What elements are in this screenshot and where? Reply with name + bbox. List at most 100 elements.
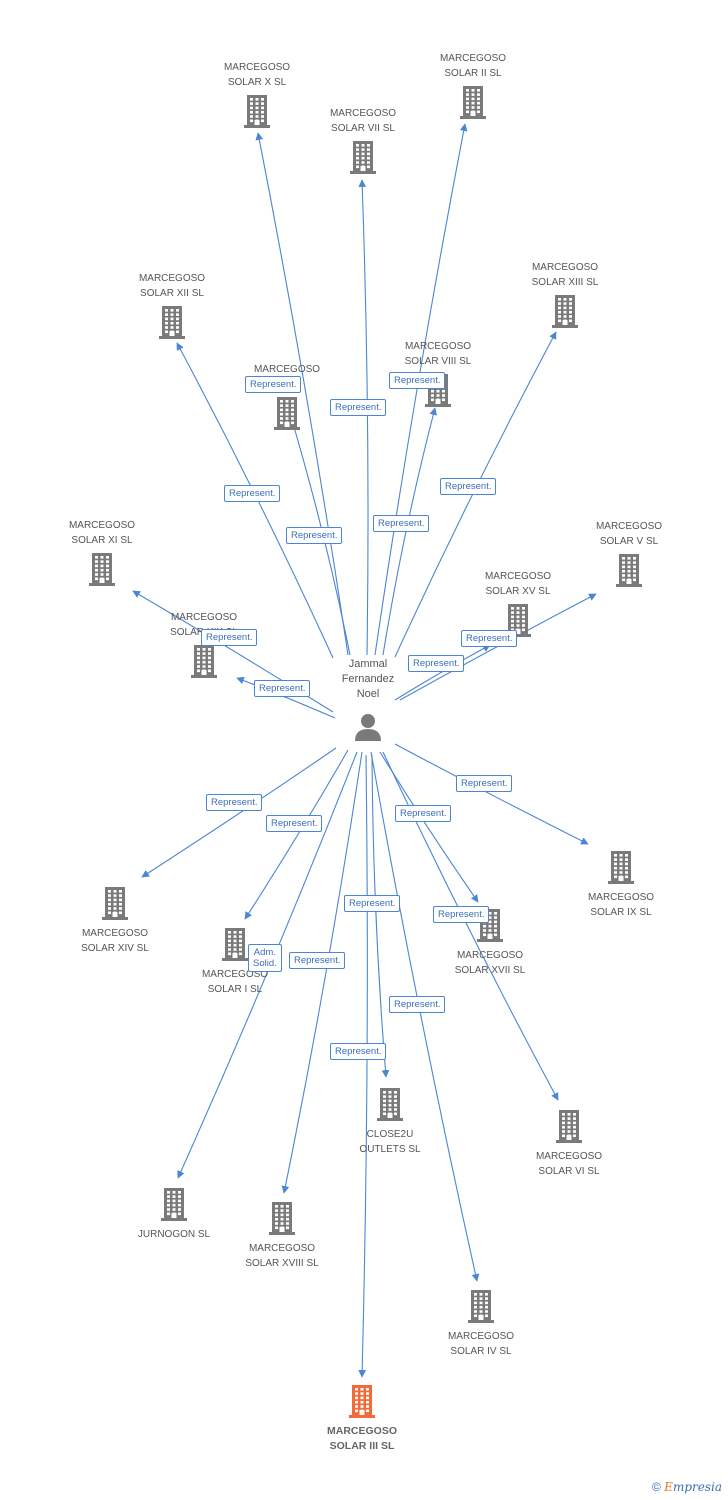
building-icon: [222, 928, 248, 961]
company-name-line: MARCEGOSO: [456, 950, 524, 961]
company-name-line: MARCEGOSO: [531, 262, 599, 273]
building-icon: [269, 1202, 295, 1235]
building-icon: [161, 1188, 187, 1221]
person-node[interactable]: Jammal Fernandez Noel: [328, 657, 408, 742]
company-name-line: SOLAR IX SL: [590, 907, 652, 918]
company-node-xii[interactable]: MARCEGOSO SOLAR XII SL: [117, 271, 227, 339]
relation-label-represent[interactable]: Represent.: [389, 372, 446, 389]
company-label: MARCEGOSO SOLAR XVII SL: [435, 948, 545, 978]
company-name-line: SOLAR XVII SL: [454, 965, 526, 976]
company-name-line: MARCEGOSO: [587, 892, 655, 903]
relation-label-represent[interactable]: Represent.: [408, 655, 465, 672]
relation-label-represent[interactable]: Represent.: [224, 485, 281, 502]
company-name-line: MARCEGOSO: [595, 521, 663, 532]
relation-label-represent[interactable]: Represent.: [440, 478, 497, 495]
relation-label-represent[interactable]: Represent.: [456, 775, 513, 792]
building-icon: [377, 1088, 403, 1121]
relation-label-represent[interactable]: Represent.: [206, 794, 263, 811]
edge-to-x: [255, 132, 349, 656]
company-name-line: SOLAR X SL: [227, 77, 287, 88]
company-name-line: MARCEGOSO: [170, 612, 238, 623]
edge-to-vii: [358, 179, 369, 656]
company-name-line: MARCEGOSO: [404, 341, 472, 352]
building-icon: [89, 553, 115, 586]
relation-label-represent[interactable]: Represent.: [201, 629, 258, 646]
brand-name: mpresia: [672, 1480, 722, 1494]
building-icon: [616, 554, 642, 587]
edge-to-xix: [236, 676, 336, 719]
company-node-close[interactable]: CLOSE2U OUTLETS SL: [335, 1087, 445, 1157]
building-icon: [608, 851, 634, 884]
building-icon: [244, 95, 270, 128]
company-name-line: MARCEGOSO: [535, 1151, 603, 1162]
company-label: CLOSE2U OUTLETS SL: [335, 1127, 445, 1157]
adm-line: Adm.: [253, 947, 276, 958]
company-name-line: MARCEGOSO: [484, 571, 552, 582]
building-icon: [274, 397, 300, 430]
person-icon: [355, 714, 381, 741]
brand-initial: E: [664, 1480, 673, 1494]
relation-label-represent[interactable]: Represent.: [286, 527, 343, 544]
building-icon: [102, 887, 128, 920]
solid-line: Solid.: [253, 958, 277, 969]
edge-to-xiv: [141, 747, 337, 878]
company-name-line: SOLAR XII SL: [140, 288, 204, 299]
relation-label-represent[interactable]: Represent.: [330, 399, 387, 416]
company-name-line: MARCEGOSO: [81, 928, 149, 939]
company-node-i[interactable]: MARCEGOSO SOLAR I SL: [180, 927, 290, 997]
building-icon: [468, 1290, 494, 1323]
company-label: MARCEGOSO SOLAR IX SL: [566, 890, 676, 920]
relation-label-represent[interactable]: Represent.: [433, 906, 490, 923]
relation-label-represent[interactable]: Represent.: [266, 815, 323, 832]
company-name-line: MARCEGOSO: [329, 108, 397, 119]
edge-to-i: [244, 749, 349, 920]
relation-label-represent[interactable]: Represent.: [373, 515, 430, 532]
company-name-line: SOLAR I SL: [207, 984, 263, 995]
company-name-line: SOLAR VI SL: [538, 1166, 600, 1177]
relation-label-represent[interactable]: Represent.: [254, 680, 311, 697]
person-name-line-2: Fernandez: [341, 673, 395, 685]
company-node-vi[interactable]: MARCEGOSO SOLAR VI SL: [514, 1109, 624, 1179]
company-node-xvii[interactable]: MARCEGOSO SOLAR XVII SL: [435, 908, 545, 978]
company-name-line: CLOSE2U: [366, 1129, 414, 1140]
company-label: MARCEGOSO SOLAR XII SL: [117, 271, 227, 301]
company-name-line: MARCEGOSO: [201, 969, 269, 980]
company-name-line: OUTLETS SL: [359, 1144, 421, 1155]
copyright-symbol: ©: [651, 1480, 661, 1494]
company-name-line: JURNOGON SL: [137, 1229, 211, 1240]
relation-label-represent[interactable]: Represent.: [395, 805, 452, 822]
company-name-line: SOLAR VII SL: [331, 123, 395, 134]
brand-footer[interactable]: © Empresia: [652, 1480, 722, 1494]
building-icon: [460, 86, 486, 119]
relation-label-represent[interactable]: Represent.: [389, 996, 446, 1013]
company-node-vii[interactable]: MARCEGOSO SOLAR VII SL: [308, 106, 418, 174]
relation-label-represent[interactable]: Represent.: [245, 376, 302, 393]
relation-label-represent[interactable]: Represent.: [289, 952, 346, 969]
relation-label-adm-solid[interactable]: Adm.Solid.: [248, 944, 282, 972]
company-name-line: SOLAR IV SL: [450, 1346, 512, 1357]
company-node-ix[interactable]: MARCEGOSO SOLAR IX SL: [566, 850, 676, 920]
company-name-line: MARCEGOSO: [138, 273, 206, 284]
relation-label-represent[interactable]: Represent.: [344, 895, 401, 912]
company-name-line: MARCEGOSO: [253, 364, 321, 375]
company-node-jurn[interactable]: JURNOGON SL: [119, 1187, 229, 1242]
edge-to-ix: [394, 743, 589, 845]
relation-label-represent[interactable]: Represent.: [461, 630, 518, 647]
relation-label-represent[interactable]: Represent.: [330, 1043, 387, 1060]
